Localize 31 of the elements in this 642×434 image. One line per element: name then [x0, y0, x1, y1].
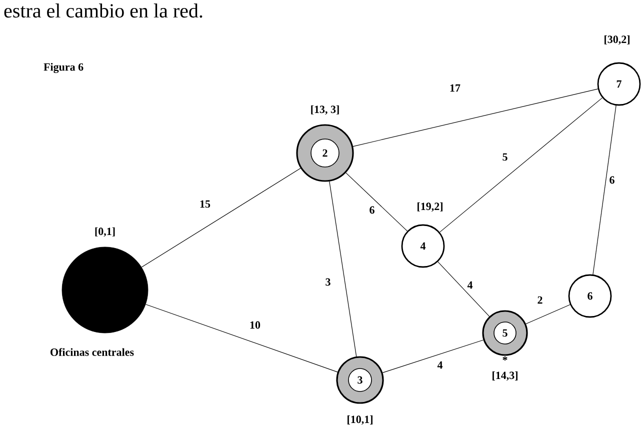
edge-line — [439, 98, 603, 232]
edge-label: 4 — [436, 360, 444, 370]
node-label: [14,3] — [492, 371, 518, 381]
filled-circle — [62, 246, 148, 334]
edge-line — [329, 181, 357, 357]
edge-line — [141, 168, 301, 268]
edge-line — [346, 172, 408, 232]
node-label: Oficinas centrales — [50, 348, 134, 356]
node-label: [19,2] — [418, 202, 442, 212]
edge-label: 10 — [248, 320, 262, 330]
figure-label: Figura 6 — [44, 62, 84, 74]
node-label: [0,1] — [95, 227, 115, 237]
node-label: [10,1] — [348, 415, 372, 425]
edge-line — [352, 88, 598, 147]
edge-label: 17 — [448, 83, 462, 93]
edge-label: 3 — [324, 277, 332, 287]
text-line: estra el cambio en la red. — [4, 4, 202, 18]
edge-label: 5 — [501, 152, 509, 162]
node-label: [30,2] — [604, 35, 630, 45]
edge-line — [438, 262, 490, 317]
node-label: * — [502, 356, 508, 361]
edge-label: 4 — [466, 280, 474, 290]
edge-label: 2 — [536, 295, 544, 305]
edge-line — [145, 304, 338, 372]
edge-label: 6 — [608, 175, 616, 185]
edge-line — [592, 105, 616, 275]
edge-label: 15 — [198, 199, 212, 209]
edge-line — [526, 304, 570, 324]
edge-line — [382, 340, 484, 373]
node-label: [13, 3] — [311, 105, 339, 115]
edge-label: 6 — [368, 205, 376, 215]
